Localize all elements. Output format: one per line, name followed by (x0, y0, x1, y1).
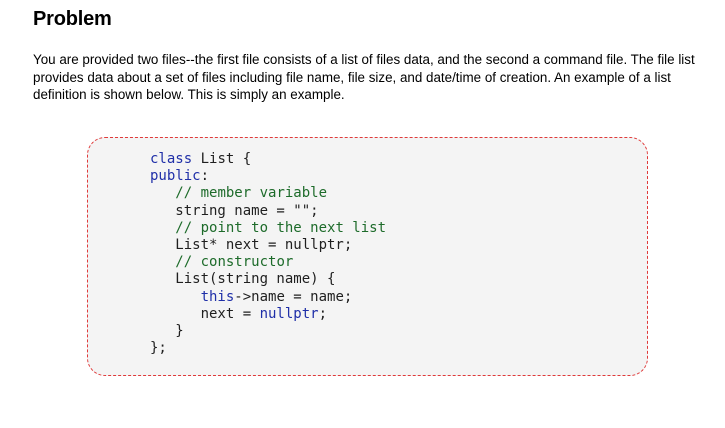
intro-paragraph: You are provided two files--the first fi… (33, 52, 695, 102)
code-text (150, 220, 175, 236)
code-line: string name = ""; (150, 203, 386, 220)
code-line: }; (150, 340, 386, 357)
code-text (150, 254, 175, 270)
code-line: this->name = name; (150, 289, 386, 306)
code-keyword: public (150, 168, 201, 185)
code-line: List* next = nullptr; (150, 237, 386, 254)
code-text: next = (150, 305, 260, 322)
code-example-box: class List {public: // member variable s… (87, 137, 648, 376)
code-text: }; (150, 340, 167, 357)
code-line: public: (150, 168, 386, 185)
code-line: // point to the next list (150, 220, 386, 237)
code-keyword: nullptr (259, 305, 319, 322)
code-keyword: this (200, 288, 235, 305)
page-title: Problem (33, 8, 112, 30)
code-comment: // point to the next list (175, 219, 387, 236)
code-line: // constructor (150, 254, 386, 271)
code-keyword: class (150, 151, 193, 167)
code-line: } (150, 323, 386, 340)
code-text: : (200, 168, 210, 185)
code-block: class List {public: // member variable s… (150, 151, 386, 357)
code-line: next = nullptr; (150, 306, 386, 323)
code-comment: // constructor (175, 254, 294, 271)
code-text: ; (318, 305, 328, 322)
code-text: string name = ""; (150, 202, 319, 219)
code-line: List(string name) { (150, 271, 386, 288)
code-text (150, 185, 175, 201)
code-comment: // member variable (175, 185, 328, 202)
code-text: ->name = name; (234, 288, 353, 305)
code-text: List* next = nullptr; (150, 236, 353, 253)
code-text: } (150, 322, 184, 339)
code-line: class List { (150, 151, 386, 168)
code-text: List { (192, 151, 252, 167)
code-line: // member variable (150, 185, 386, 202)
code-text (150, 289, 201, 305)
code-text: List(string name) { (150, 271, 336, 288)
